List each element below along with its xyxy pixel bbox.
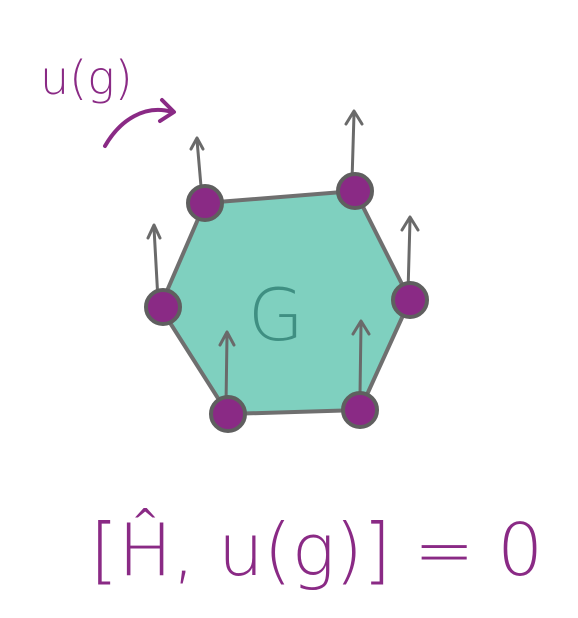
site-arrow-right: [400, 215, 420, 294]
commutator-equation: [Ĥ, u(g)] = 0: [90, 508, 543, 592]
group-label: G: [248, 273, 304, 357]
site-arrow-left: [146, 223, 162, 302]
site-arrow-bottom-left: [218, 330, 236, 407]
site-top-right: [336, 172, 374, 210]
operator-label: u(g): [40, 51, 133, 105]
site-bottom-right: [341, 391, 379, 429]
lattice-sites: [144, 172, 429, 433]
site-arrow-top-right: [344, 109, 364, 183]
site-top-left: [186, 184, 224, 222]
site-right: [391, 281, 429, 319]
spin-arrows: [146, 109, 420, 407]
operator-label-group: u(g): [40, 51, 176, 148]
hexagon-group: G: [158, 189, 412, 416]
curved-arrow-head: [158, 98, 176, 123]
curved-arrow-shaft: [103, 107, 174, 148]
site-arrow-bottom-right: [351, 319, 371, 397]
site-left: [144, 288, 182, 326]
site-bottom-left: [209, 395, 247, 433]
